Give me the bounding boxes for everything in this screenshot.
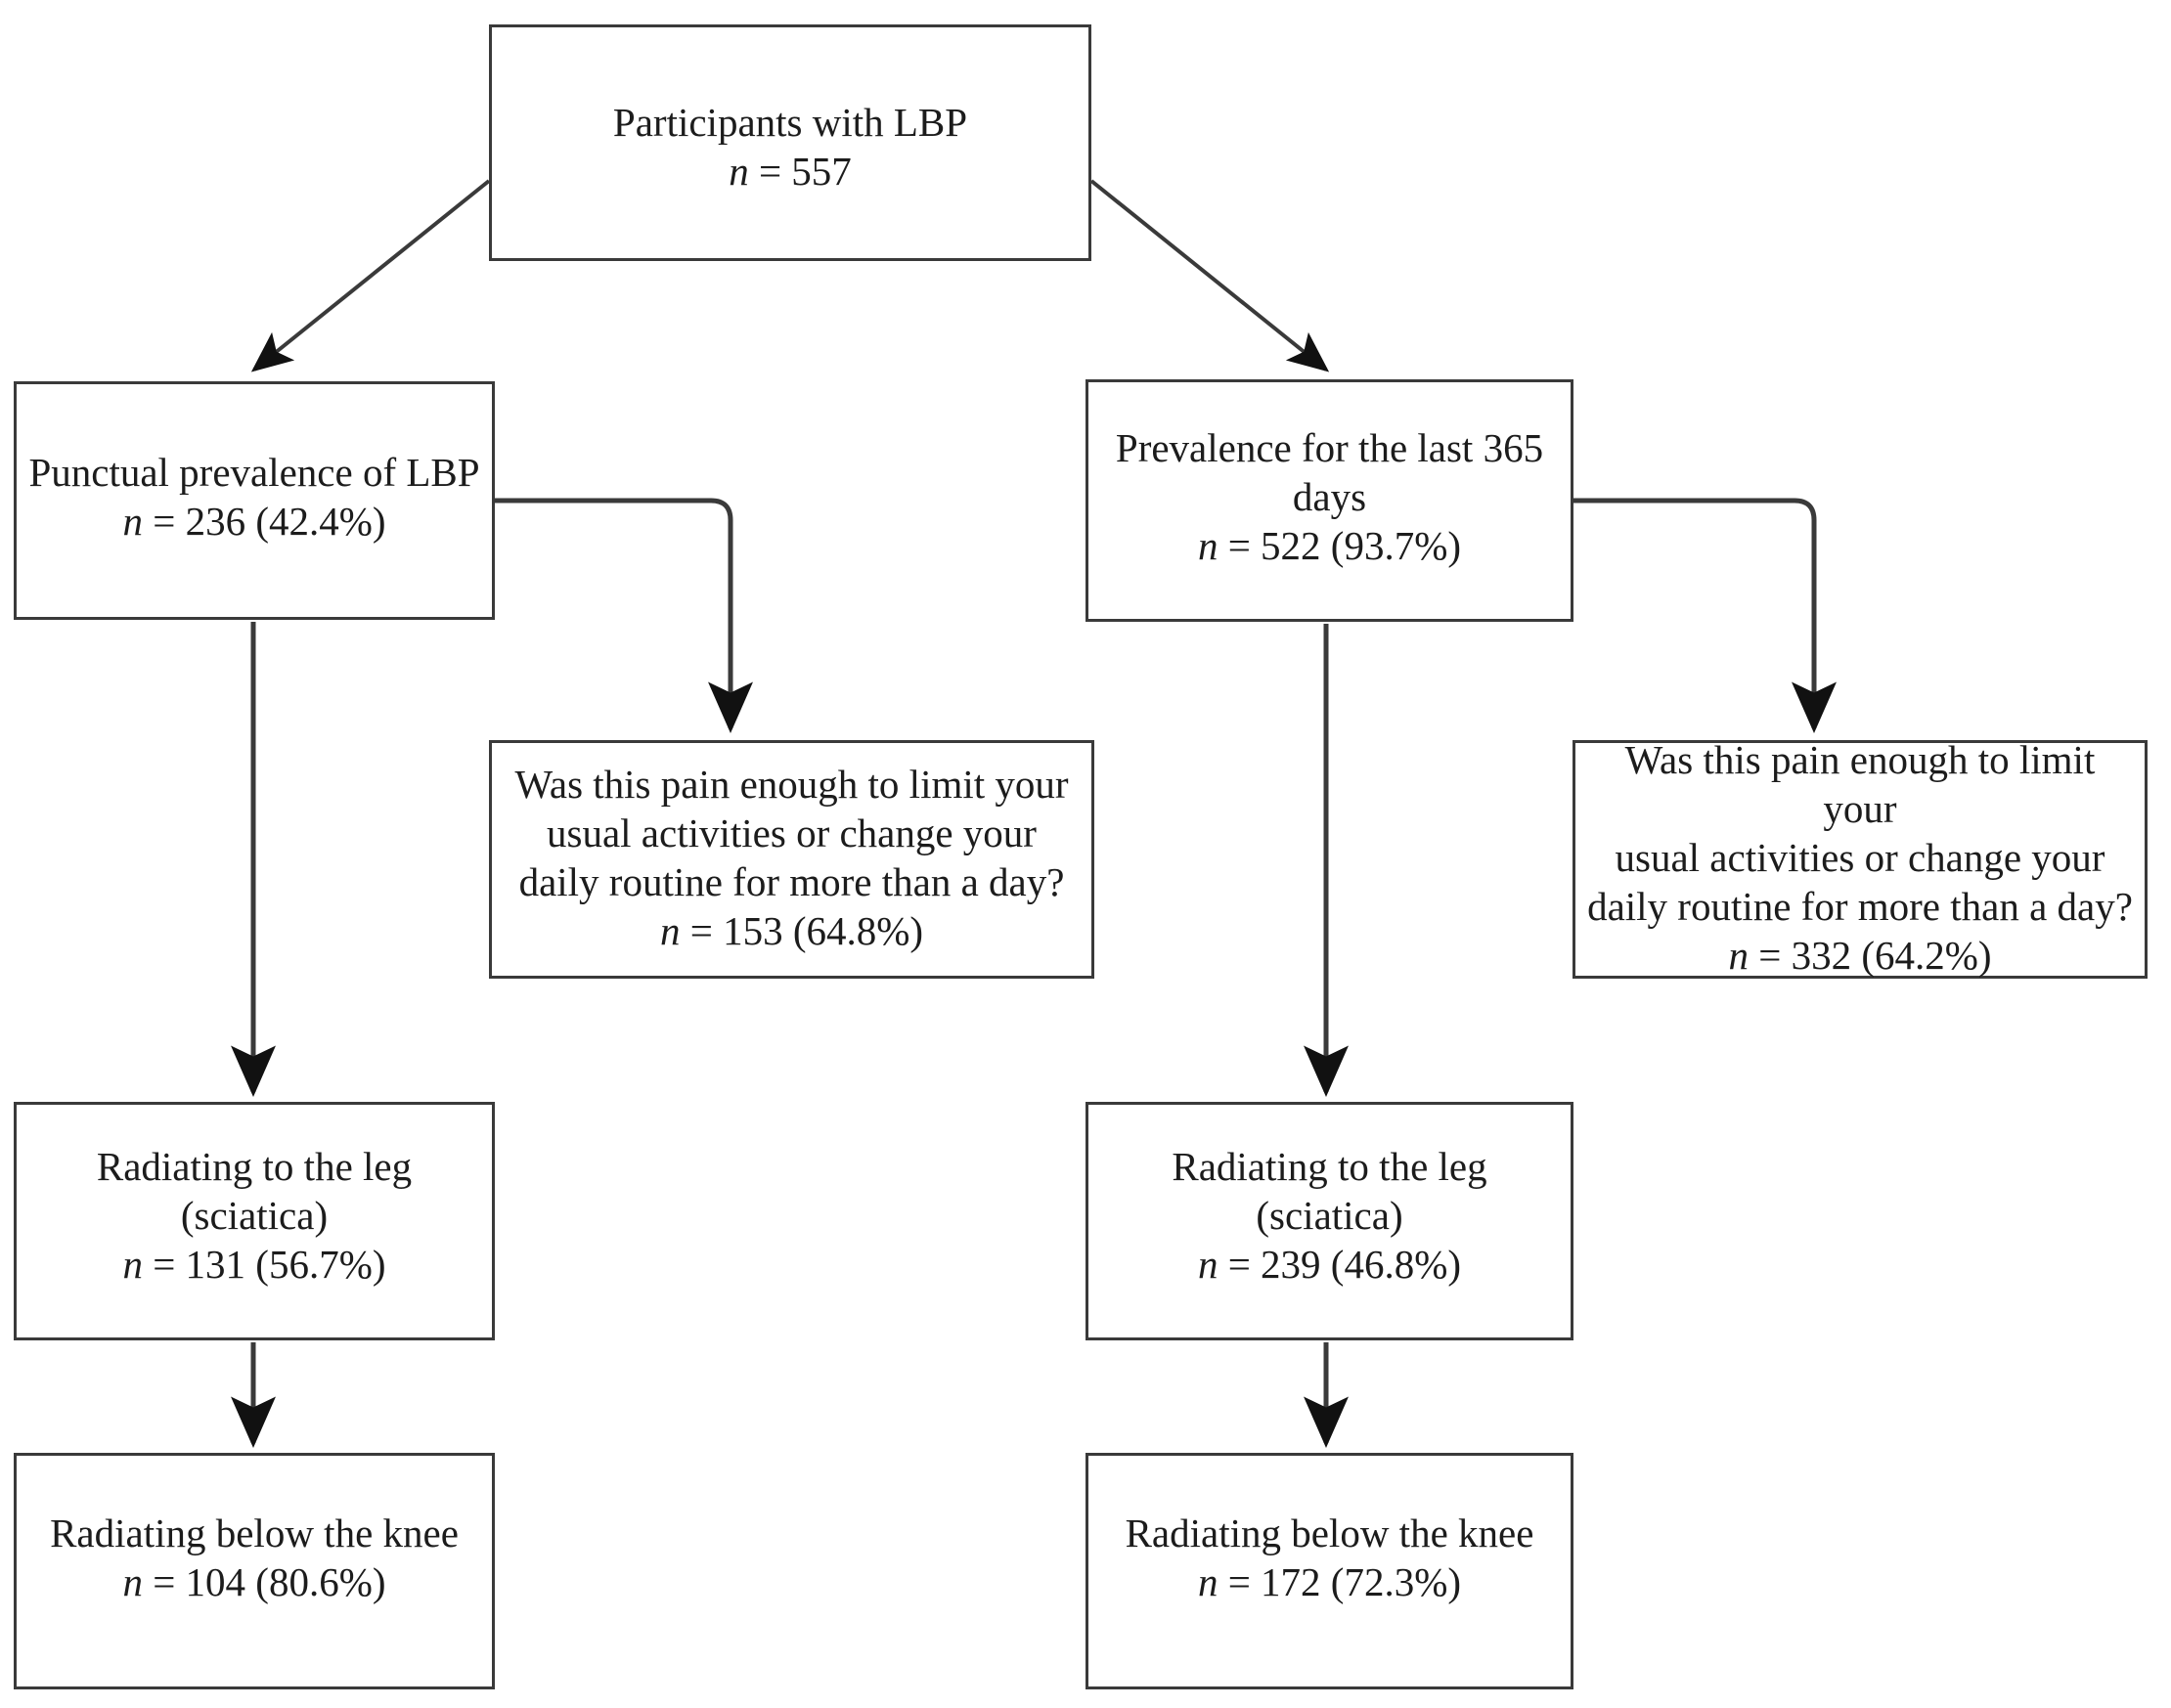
node-stat: n = 557 <box>729 147 852 196</box>
n-variable: n <box>1197 1559 1218 1604</box>
n-variable: n <box>122 499 143 544</box>
node-question-limit-activities-punctual: Was this pain enough to limit your usual… <box>489 740 1094 979</box>
node-label: Prevalence for the last 365 days <box>1115 424 1544 519</box>
node-label: Radiating to the leg (sciatica) <box>1172 1143 1487 1238</box>
n-value: = 131 (56.7%) <box>142 1242 386 1287</box>
node-stat: n = 236 (42.4%) <box>122 497 385 546</box>
node-sciatica-annual: Radiating to the leg (sciatica) n = 239 … <box>1086 1102 1573 1340</box>
node-stat: n = 172 (72.3%) <box>1198 1557 1461 1606</box>
n-value: = 557 <box>748 149 852 194</box>
n-value: = 522 (93.7%) <box>1218 523 1462 568</box>
node-sciatica-punctual: Radiating to the leg (sciatica) n = 131 … <box>14 1102 495 1340</box>
n-variable: n <box>1197 523 1218 568</box>
n-value: = 104 (80.6%) <box>142 1559 386 1604</box>
n-variable: n <box>729 149 749 194</box>
n-value: = 239 (46.8%) <box>1218 1242 1462 1287</box>
node-below-knee-annual: Radiating below the knee n = 172 (72.3%) <box>1086 1453 1573 1689</box>
node-label: Punctual prevalence of LBP <box>28 449 480 495</box>
node-question-limit-activities-annual: Was this pain enough to limit your usual… <box>1573 737 2148 980</box>
edge-root-to-punctual <box>250 179 491 372</box>
n-variable: n <box>1728 933 1749 979</box>
n-variable: n <box>659 908 681 954</box>
node-label: Radiating below the knee <box>1125 1510 1534 1555</box>
n-variable: n <box>122 1242 143 1287</box>
node-stat: n = 332 (64.2%) <box>1728 931 1991 980</box>
node-label: Was this pain enough to limit your usual… <box>514 761 1069 904</box>
edge-annual-to-question <box>1573 498 1837 733</box>
edge-root-to-annual <box>1089 179 1330 372</box>
node-prevalence-last-365-days: Prevalence for the last 365 days n = 522… <box>1086 379 1573 622</box>
node-stat: n = 522 (93.7%) <box>1198 521 1461 570</box>
n-value: = 332 (64.2%) <box>1748 933 1992 979</box>
n-value: = 153 (64.8%) <box>680 908 924 954</box>
node-label: Was this pain enough to limit your usual… <box>1587 736 2133 930</box>
n-variable: n <box>122 1559 143 1604</box>
node-stat: n = 131 (56.7%) <box>122 1240 385 1289</box>
node-below-knee-punctual: Radiating below the knee n = 104 (80.6%) <box>14 1453 495 1689</box>
node-label: Participants with LBP <box>612 99 968 145</box>
n-value: = 236 (42.4%) <box>142 499 386 544</box>
node-punctual-prevalence: Punctual prevalence of LBP n = 236 (42.4… <box>14 381 495 620</box>
node-label: Radiating below the knee <box>50 1510 459 1555</box>
node-participants-with-lbp: Participants with LBP n = 557 <box>489 24 1091 261</box>
n-value: = 172 (72.3%) <box>1218 1559 1462 1604</box>
edge-punctual-to-question <box>495 498 753 733</box>
node-stat: n = 153 (64.8%) <box>660 906 923 955</box>
node-stat: n = 104 (80.6%) <box>122 1557 385 1606</box>
n-variable: n <box>1197 1242 1218 1287</box>
node-label: Radiating to the leg (sciatica) <box>96 1143 413 1238</box>
node-stat: n = 239 (46.8%) <box>1198 1240 1461 1289</box>
